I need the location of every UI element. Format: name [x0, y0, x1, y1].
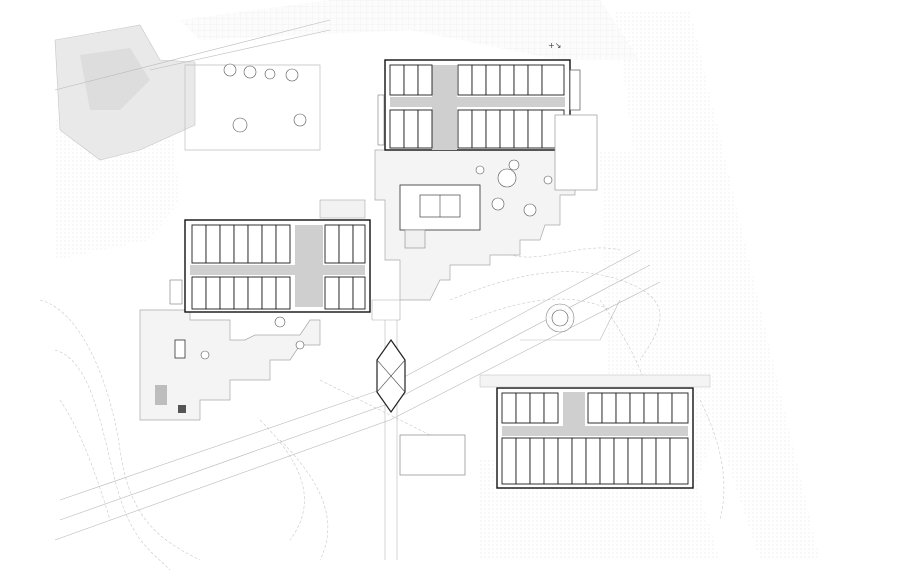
- west-wing-rooms-bottom: [191, 276, 366, 310]
- courtyard-trees: [475, 159, 553, 217]
- north-marker: +↘: [548, 41, 561, 50]
- north-wing-rooms-bottom: [389, 109, 565, 149]
- southeast-wing: [479, 374, 711, 489]
- southeast-wing-rooms-top: [501, 392, 689, 424]
- west-wing-rooms-top: [191, 224, 366, 264]
- existing-building-northwest: [54, 19, 331, 161]
- west-wing: [139, 199, 371, 421]
- west-wing-garden: [155, 316, 305, 413]
- southeast-wing-rooms-bottom: [501, 437, 689, 485]
- tree-cluster-northwest: [223, 63, 307, 133]
- north-wing-rooms-top: [389, 64, 565, 96]
- bridge-connector: [371, 299, 466, 476]
- plaza-southeast: [520, 299, 621, 341]
- north-wing: [374, 59, 598, 301]
- courtyard-pavilion: [399, 184, 481, 249]
